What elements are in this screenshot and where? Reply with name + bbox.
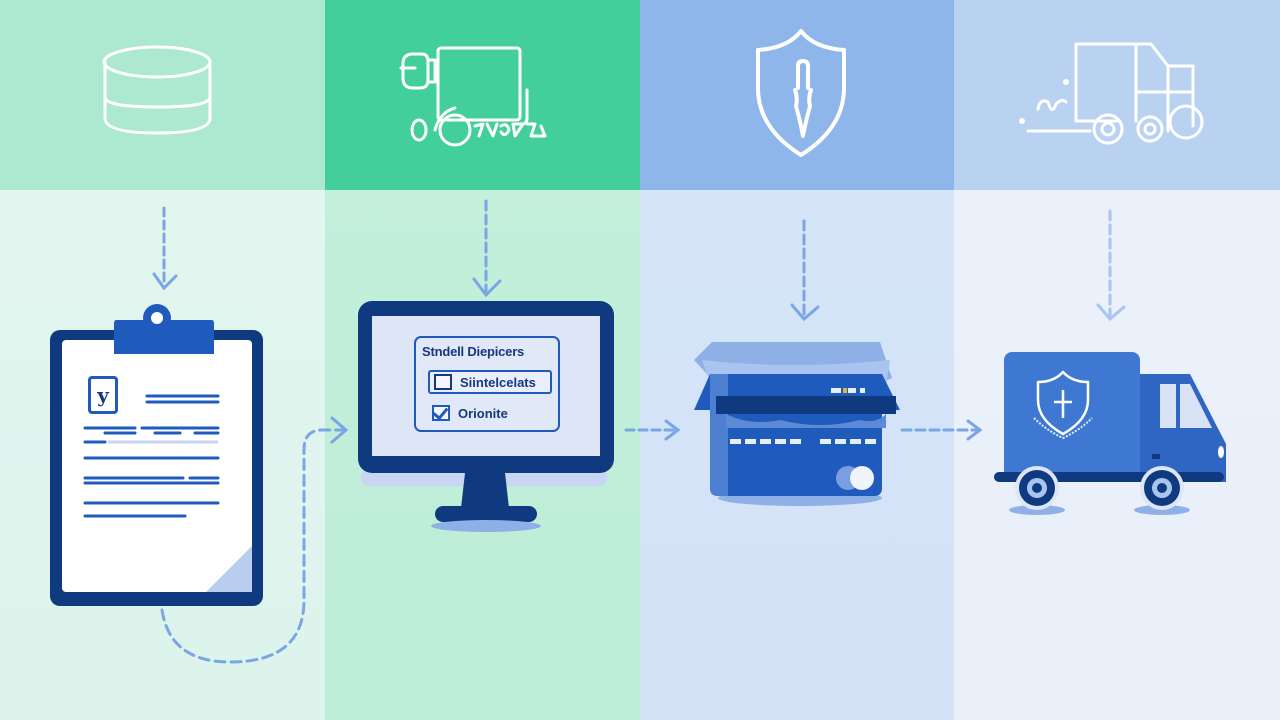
checkbox-checked-icon[interactable] xyxy=(432,405,450,421)
stage-1-header xyxy=(0,0,325,190)
checkbox-unchecked-icon[interactable] xyxy=(434,374,452,390)
loop-arrow xyxy=(160,416,349,664)
document-badge: y xyxy=(88,376,118,414)
database-icon xyxy=(102,45,212,135)
selection-form: Stndell Diepicers Siintelcelats Orionite xyxy=(414,336,560,432)
down-arrow-2 xyxy=(472,199,502,298)
box-credit-card-illustration xyxy=(694,342,900,506)
down-arrow-3 xyxy=(790,219,820,322)
delivery-truck-icon xyxy=(399,46,547,147)
down-arrow-1 xyxy=(152,206,178,291)
delivery-van-illustration xyxy=(994,352,1226,515)
fast-truck-icon xyxy=(1019,42,1204,145)
option-label: Siintelcelats xyxy=(460,374,536,390)
shield-icon xyxy=(756,29,846,157)
form-option-2[interactable]: Orionite xyxy=(428,401,552,425)
stage-4-header xyxy=(954,0,1280,190)
stage-2-header xyxy=(325,0,640,190)
right-arrow-2-3 xyxy=(624,419,681,441)
right-arrow-3-4 xyxy=(900,419,983,441)
option-label: Orionite xyxy=(458,405,508,421)
form-title: Stndell Diepicers xyxy=(422,344,525,359)
form-option-1[interactable]: Siintelcelats xyxy=(428,370,552,394)
down-arrow-4 xyxy=(1096,209,1126,322)
clipboard-illustration xyxy=(50,304,263,606)
